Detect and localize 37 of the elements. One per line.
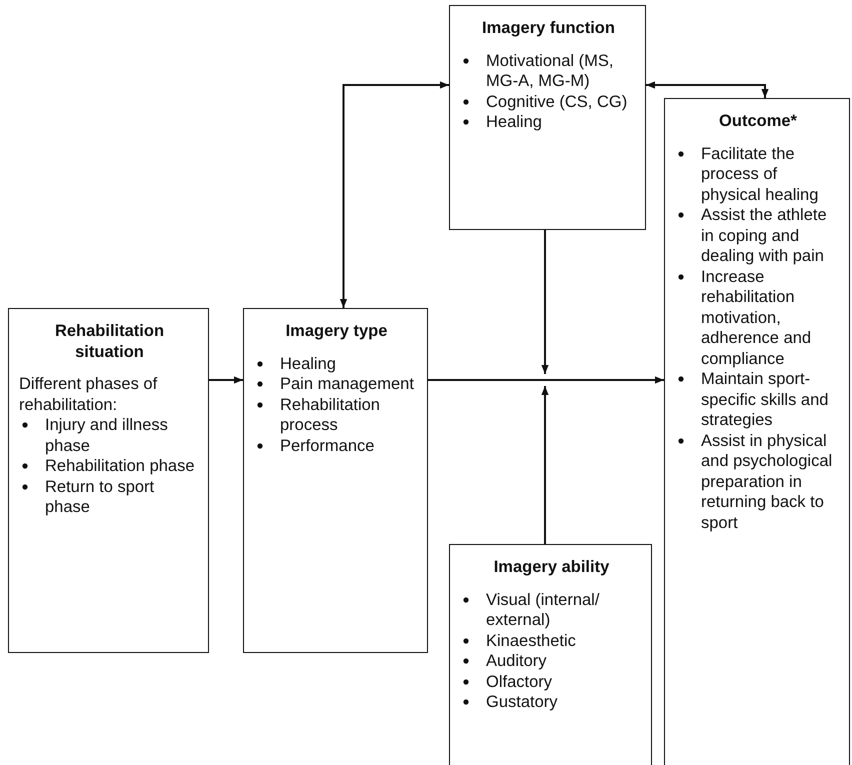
arrow (646, 81, 769, 98)
bullet-item: Assist in physical and psychological preparation in returning back to sport (701, 432, 832, 532)
bullet-item: Pain management (280, 375, 414, 393)
text-box (449, 5, 646, 230)
description-text: Different phases of rehabilitation: (19, 374, 158, 415)
bullet-item: Cognitive (CS, CG) (486, 92, 628, 110)
bullet-item: Performance (280, 436, 374, 454)
bullet-item: Healing (486, 113, 542, 131)
box-heading: Outcome* (718, 111, 798, 132)
bullet-item: Visual (internal/ external) (486, 590, 600, 629)
bullet-item: Facilitate the process of physical healing (701, 144, 818, 204)
box-heading: Rehabilitation situation (54, 321, 166, 362)
arrow (541, 230, 549, 374)
arrow (541, 386, 549, 544)
box-heading: Imagery type (284, 321, 388, 342)
text-box (664, 98, 850, 765)
bullet-item: Assist the athlete in coping and dealing with pain (701, 206, 827, 265)
bullet-item: Maintain sport-specific skills and strategies (701, 370, 828, 429)
bullet-item: Motivational (MS, MG-A, MG-M) (486, 52, 614, 90)
bullet-item: Gustatory (486, 693, 558, 711)
bullet-item: Increase rehabilitation motivation, adherence and compliance (701, 268, 812, 368)
box-heading: Imagery ability (492, 557, 610, 578)
bullet-item: Rehabilitation phase (45, 457, 195, 475)
bullet-item: Rehabilitation process (280, 396, 380, 434)
bullet-item: Olfactory (486, 672, 552, 690)
bullet-item: Return to sport phase (45, 478, 154, 516)
box-heading: Imagery function (481, 18, 616, 38)
text-box (243, 308, 428, 653)
text-box (449, 544, 652, 765)
bullet-item: Auditory (486, 652, 547, 670)
arrow (209, 376, 243, 384)
bullet-item: Injury and illness phase (45, 416, 168, 454)
text-box (8, 308, 209, 653)
bullet-item: Kinaesthetic (486, 632, 576, 650)
bullet-item: Healing (280, 354, 336, 372)
arrow (340, 81, 449, 308)
arrow (428, 376, 664, 384)
